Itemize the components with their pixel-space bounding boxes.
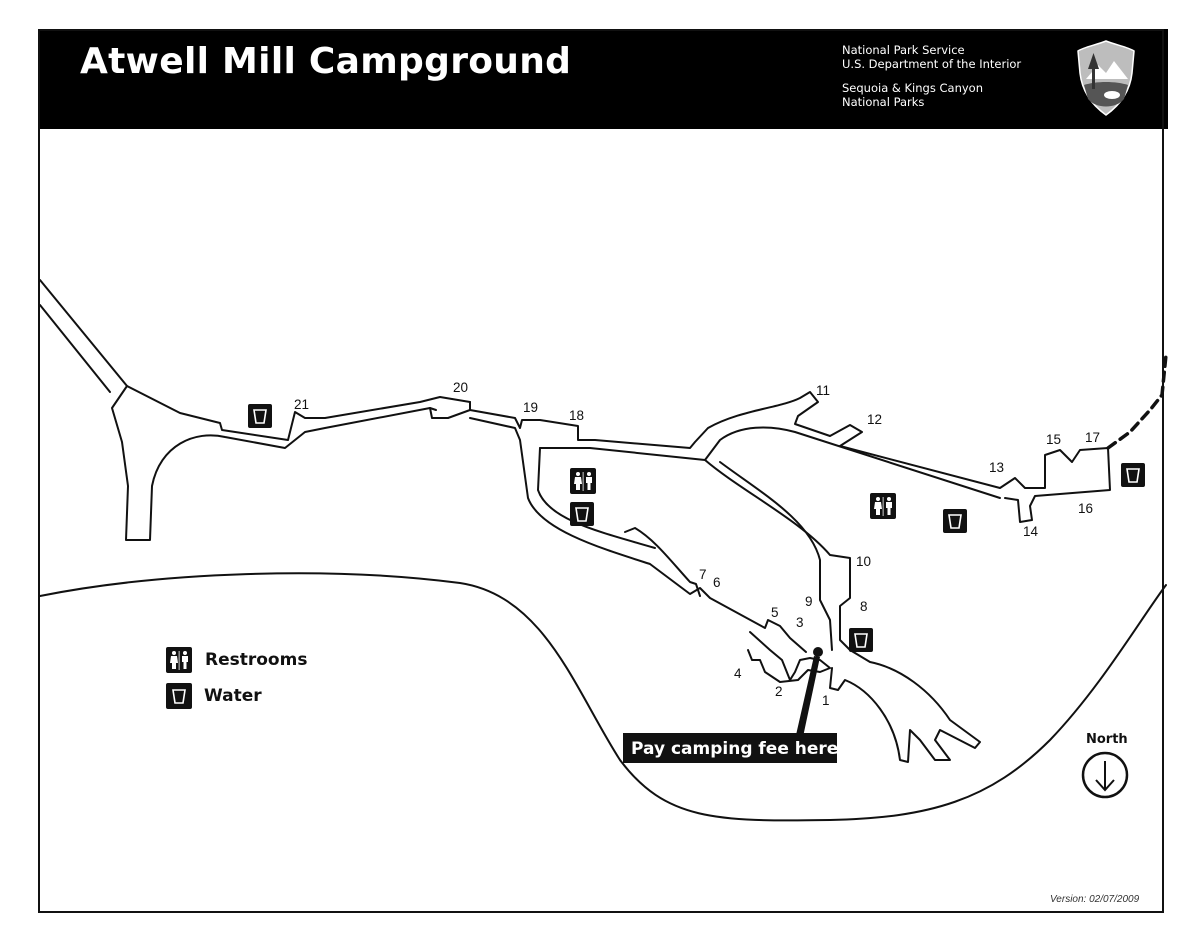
restroom-icon: [570, 468, 596, 494]
north-arrow: North: [1081, 732, 1129, 799]
site-8: 8: [860, 599, 868, 614]
west-road: [39, 279, 471, 541]
water-icon: [1121, 463, 1145, 487]
agency-line-1: National Park Service: [842, 43, 965, 57]
site-3: 3: [796, 615, 804, 630]
spur-south: [829, 649, 981, 763]
site-5: 5: [771, 605, 779, 620]
agency-line-2: U.S. Department of the Interior: [842, 57, 1022, 71]
map-legend: Restrooms Water: [166, 647, 307, 709]
site-21: 21: [294, 397, 309, 412]
site-6: 6: [713, 575, 721, 590]
water-icon: [849, 628, 873, 652]
legend-restroom-icon: [166, 647, 192, 673]
site-numbers: 1 2 3 4 5 6 7 8 9 10 11 12 13 14 15 16 1…: [294, 380, 1100, 708]
legend-water-label: Water: [204, 686, 262, 706]
site-13: 13: [989, 460, 1004, 475]
map-frame: [38, 29, 1164, 913]
site-10: 10: [856, 554, 871, 569]
park-line-1: Sequoia & Kings Canyon: [842, 81, 983, 95]
trail: [1106, 353, 1168, 450]
map-header: Atwell Mill Campground National Park Ser…: [38, 29, 1168, 129]
site-16: 16: [1078, 501, 1093, 516]
sites-2-4: [747, 631, 831, 683]
water-icon: [248, 404, 272, 428]
water-icon: [943, 509, 967, 533]
north-arrow-icon: [1081, 751, 1129, 799]
site-14: 14: [1023, 524, 1039, 539]
fee-label: Pay camping fee here: [631, 739, 838, 759]
site-20: 20: [453, 380, 468, 395]
site-11: 11: [816, 383, 830, 398]
fee-pointer: [796, 656, 820, 737]
restroom-icon: [870, 493, 896, 519]
site-19: 19: [523, 400, 538, 415]
fee-label-box: [623, 733, 837, 763]
site-9: 9: [805, 594, 813, 609]
loop-road: [704, 459, 851, 651]
site-15: 15: [1046, 432, 1061, 447]
north-label: North: [1086, 732, 1128, 747]
fee-station-marker: [813, 647, 823, 657]
water-icon: [570, 502, 594, 526]
map-title: Atwell Mill Campground: [80, 41, 572, 82]
main-road-north-edge: [469, 391, 1111, 523]
site-12: 12: [867, 412, 882, 427]
legend-restrooms-label: Restrooms: [205, 650, 307, 670]
site-7: 7: [699, 567, 707, 582]
version-label: Version: 02/07/2009: [1050, 894, 1140, 905]
park-line-2: National Parks: [842, 95, 925, 109]
site-17: 17: [1085, 430, 1100, 445]
main-road-south-edge: [469, 417, 807, 653]
site-1: 1: [822, 693, 830, 708]
site-4: 4: [734, 666, 742, 681]
site-2: 2: [775, 684, 783, 699]
creek-boundary: [39, 572, 1167, 822]
agency-block: National Park Service U.S. Department of…: [842, 43, 1021, 109]
site-18: 18: [569, 408, 584, 423]
legend-water-icon: [166, 683, 192, 709]
spur-6-7: [624, 527, 701, 597]
nps-arrowhead-logo: [1077, 40, 1135, 116]
